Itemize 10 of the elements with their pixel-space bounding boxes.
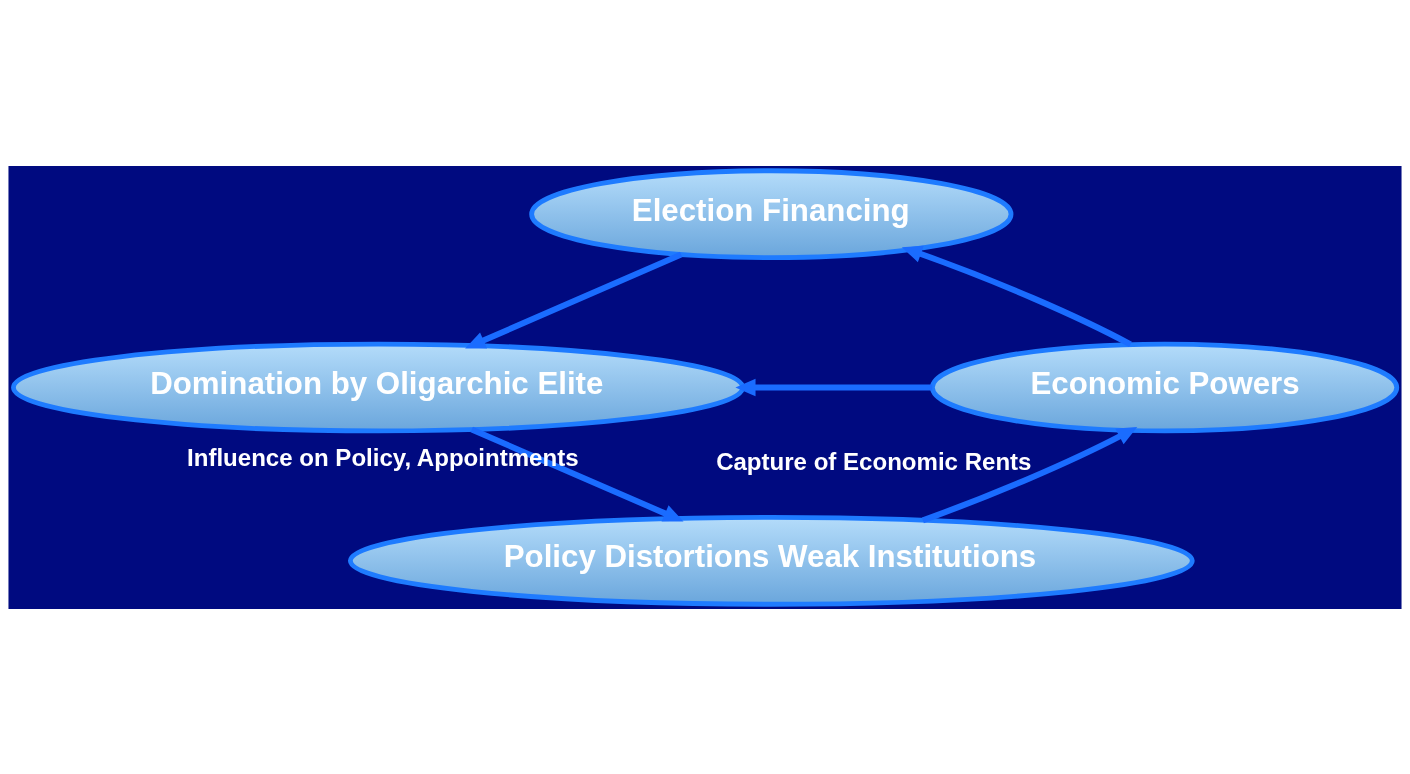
node-ellipse: Economic Powers xyxy=(929,341,1400,433)
node-ellipse: Domination by Oligarchic Elite xyxy=(11,341,746,433)
arrow xyxy=(470,426,684,521)
arrow xyxy=(901,245,1132,347)
edge-label: Capture of Economic Rents xyxy=(716,447,1032,475)
arrow xyxy=(921,426,1138,523)
edge-label: Influence on Policy, Appointments xyxy=(187,443,579,471)
arrow xyxy=(465,251,683,349)
arrow xyxy=(735,378,933,396)
node-ellipse: Policy Distortions Weak Institutions xyxy=(347,514,1195,607)
